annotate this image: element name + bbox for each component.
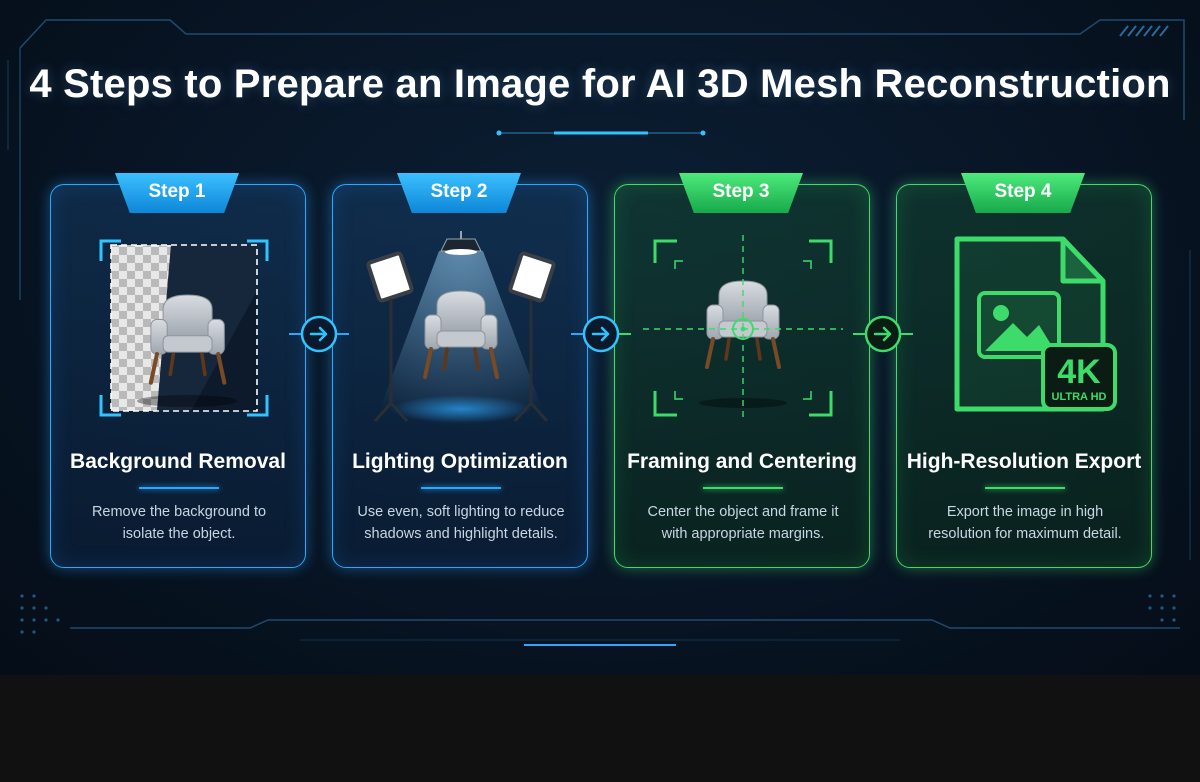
title-underline — [496, 130, 706, 136]
resolution-sub-label: ULTRA HD — [1052, 391, 1107, 403]
step-description: Export the image in high resolution for … — [928, 504, 1122, 542]
step-card-1: Step 1 Background Removal Remove the bac… — [50, 173, 306, 568]
page-title: 4 Steps to Prepare an Image for AI 3D Me… — [29, 62, 1171, 106]
step-title: Framing and Centering — [627, 450, 857, 473]
step-badge: Step 3 — [679, 173, 803, 213]
arrow-right-icon — [853, 315, 913, 353]
step-description: Use even, soft lighting to reduce shadow… — [357, 504, 565, 542]
step-badge: Step 2 — [397, 173, 521, 213]
step-card-2: Step 2 Lighting Optimization Use ev — [332, 173, 588, 568]
chair-crosshair-framing-icon — [643, 235, 843, 421]
step-title: Lighting Optimization — [352, 450, 568, 473]
resolution-main-label: 4K — [1057, 353, 1101, 391]
arrow-right-icon — [571, 315, 631, 353]
arrow-right-icon — [289, 315, 349, 353]
step-badge: Step 4 — [961, 173, 1085, 213]
chair-transparent-background-icon — [99, 239, 269, 417]
step-description: Center the object and frame it with appr… — [647, 504, 839, 542]
infographic-canvas: 4 Steps to Prepare an Image for AI 3D Me… — [0, 0, 1200, 675]
image-file-4k-icon: 4K ULTRA HD — [954, 236, 1117, 412]
step-title: High-Resolution Export — [906, 450, 1142, 473]
step-card-3: Step 3 Framing and Centering Center the … — [614, 173, 870, 568]
bottom-band — [0, 675, 1200, 782]
title-divider — [421, 487, 501, 489]
title-divider — [703, 487, 783, 489]
step-card-4: Step 4 4K ULTRA HD High-Resolution Expor… — [896, 173, 1152, 568]
step-description: Remove the background to isolate the obj… — [91, 504, 267, 542]
step-badge: Step 1 — [115, 173, 239, 213]
title-divider — [139, 487, 219, 489]
chair-studio-lighting-icon — [366, 231, 556, 427]
step-title: Background Removal — [70, 450, 286, 473]
title-divider — [985, 487, 1065, 489]
